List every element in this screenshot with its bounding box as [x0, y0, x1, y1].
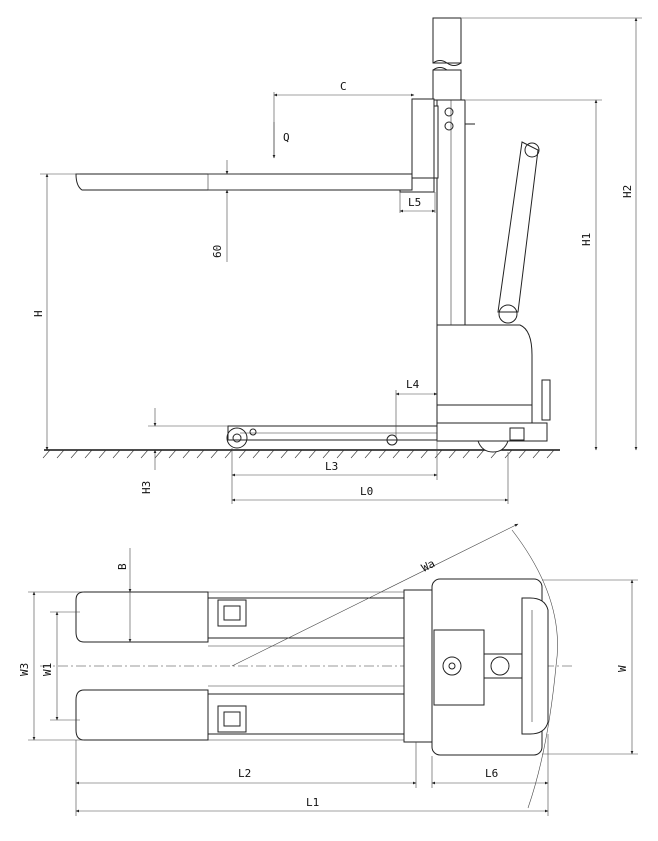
dim-h1: H1	[466, 99, 602, 451]
top-view: Wa B W3 W1 W	[18, 523, 638, 816]
dim-l6: L6	[431, 734, 549, 816]
drive-wheel	[477, 427, 525, 453]
label-l4: L4	[406, 378, 420, 391]
ground-hatch-mark	[546, 449, 555, 459]
dim-h: H	[32, 173, 80, 451]
label-l3: L3	[325, 460, 338, 473]
label-h1: H1	[580, 233, 593, 246]
ground-hatch-mark	[518, 449, 527, 459]
dim-l4: L4	[395, 378, 438, 438]
label-b: B	[116, 563, 129, 570]
ground-hatch-mark	[224, 449, 233, 459]
ground-hatch-mark	[112, 449, 121, 459]
label-l2: L2	[238, 767, 251, 780]
label-c: C	[340, 80, 347, 93]
label-h3: H3	[140, 481, 153, 494]
mast	[436, 99, 475, 326]
carriage	[399, 98, 439, 193]
label-l1: L1	[306, 796, 319, 809]
label-60: 60	[211, 245, 224, 258]
ground-hatch-mark	[42, 449, 51, 459]
dim-l5: L5	[399, 192, 436, 213]
dim-h2: H2	[462, 17, 642, 451]
dim-c: C	[273, 80, 415, 158]
label-wa: Wa	[419, 557, 437, 575]
ground-hatch-mark	[294, 449, 303, 459]
ground-hatch-mark	[280, 449, 289, 459]
dim-w: W	[542, 579, 638, 755]
ground-hatch-mark	[420, 449, 429, 459]
ground-hatch-mark	[448, 449, 457, 459]
dim-wa: Wa	[231, 523, 558, 809]
ground-line	[42, 449, 560, 459]
ground-hatch-mark	[210, 449, 219, 459]
ground-hatch-mark	[406, 449, 415, 459]
ground-hatch-mark	[322, 449, 331, 459]
dim-l3: L3	[231, 440, 438, 504]
ground-hatch-mark	[252, 449, 261, 459]
inner-rails	[208, 589, 435, 743]
ground-hatch-mark	[392, 449, 401, 459]
label-h2: H2	[621, 185, 634, 198]
label-w: W	[616, 665, 629, 672]
label-w3: W3	[18, 663, 31, 676]
dim-b: B	[116, 548, 132, 643]
ground-hatch-mark	[476, 449, 485, 459]
side-view: C Q L5 60 H	[32, 17, 642, 504]
ground-hatch-mark	[98, 449, 107, 459]
ground-hatch-mark	[308, 449, 317, 459]
dim-60: 60	[208, 160, 240, 262]
label-w1: W1	[41, 663, 54, 676]
label-h: H	[32, 310, 45, 317]
fork-upper	[75, 591, 417, 643]
ground-hatch-mark	[84, 449, 93, 459]
label-q: Q	[283, 131, 290, 144]
ground-hatch-mark	[504, 449, 513, 459]
ground-hatch-mark	[70, 449, 79, 459]
ground-hatch-mark	[154, 449, 163, 459]
ground-hatch-mark	[140, 449, 149, 459]
lowered-fork	[226, 425, 438, 449]
raised-fork	[75, 173, 413, 191]
tiller-handle	[521, 597, 549, 735]
label-l6: L6	[485, 767, 498, 780]
ground-hatch-mark	[126, 449, 135, 459]
ground-hatch-mark	[350, 449, 359, 459]
ground-hatch-mark	[182, 449, 191, 459]
ground-hatch-mark	[532, 449, 541, 459]
dim-h3: H3	[140, 408, 228, 494]
dim-l0: L0	[231, 452, 509, 504]
tiller-arm	[497, 141, 551, 421]
ground-hatch-mark	[364, 449, 373, 459]
label-l5: L5	[408, 196, 421, 209]
ground-hatch-mark	[336, 449, 345, 459]
fork-lower	[75, 689, 417, 741]
ground-hatch-mark	[434, 449, 443, 459]
dim-w1: W1	[41, 611, 80, 721]
power-unit	[436, 324, 548, 442]
label-l0: L0	[360, 485, 373, 498]
mast-top	[432, 17, 462, 101]
dim-l2: L2	[75, 740, 417, 816]
dim-q: Q	[272, 122, 290, 159]
ground-hatch-mark	[238, 449, 247, 459]
ground-hatch-mark	[462, 449, 471, 459]
ground-hatch-mark	[378, 449, 387, 459]
ground-hatch-mark	[266, 449, 275, 459]
power-unit-top	[431, 578, 543, 756]
ground-hatch-mark	[56, 449, 65, 459]
dim-l1: L1	[75, 796, 549, 813]
ground-hatch-mark	[168, 449, 177, 459]
dim-w3: W3	[18, 591, 84, 741]
ground-hatch-mark	[196, 449, 205, 459]
